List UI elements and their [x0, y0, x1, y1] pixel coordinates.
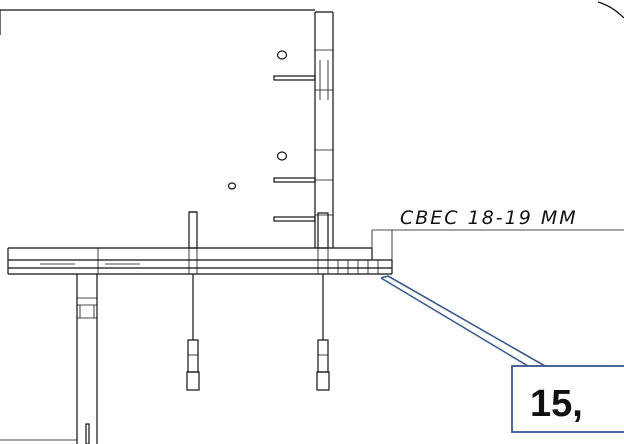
slab-pin: [188, 211, 198, 249]
support-leg: [0, 274, 98, 444]
callout: 15,: [380, 275, 624, 433]
weld-overhang-label: СВЕС 18-19 ММ: [400, 207, 578, 229]
callout-value: 15,: [530, 383, 583, 425]
callout-box: [511, 365, 624, 433]
mounting-holes: [227, 50, 288, 190]
hanging-rod-right: [316, 274, 330, 391]
upper-panel: [0, 9, 334, 248]
slab: [7, 247, 393, 275]
overhang-dimension: СВЕС 18-19 ММ: [371, 207, 624, 260]
hanging-rod-left: [186, 274, 200, 391]
post-brackets: [273, 60, 329, 249]
top-right-arc: [597, 1, 624, 19]
